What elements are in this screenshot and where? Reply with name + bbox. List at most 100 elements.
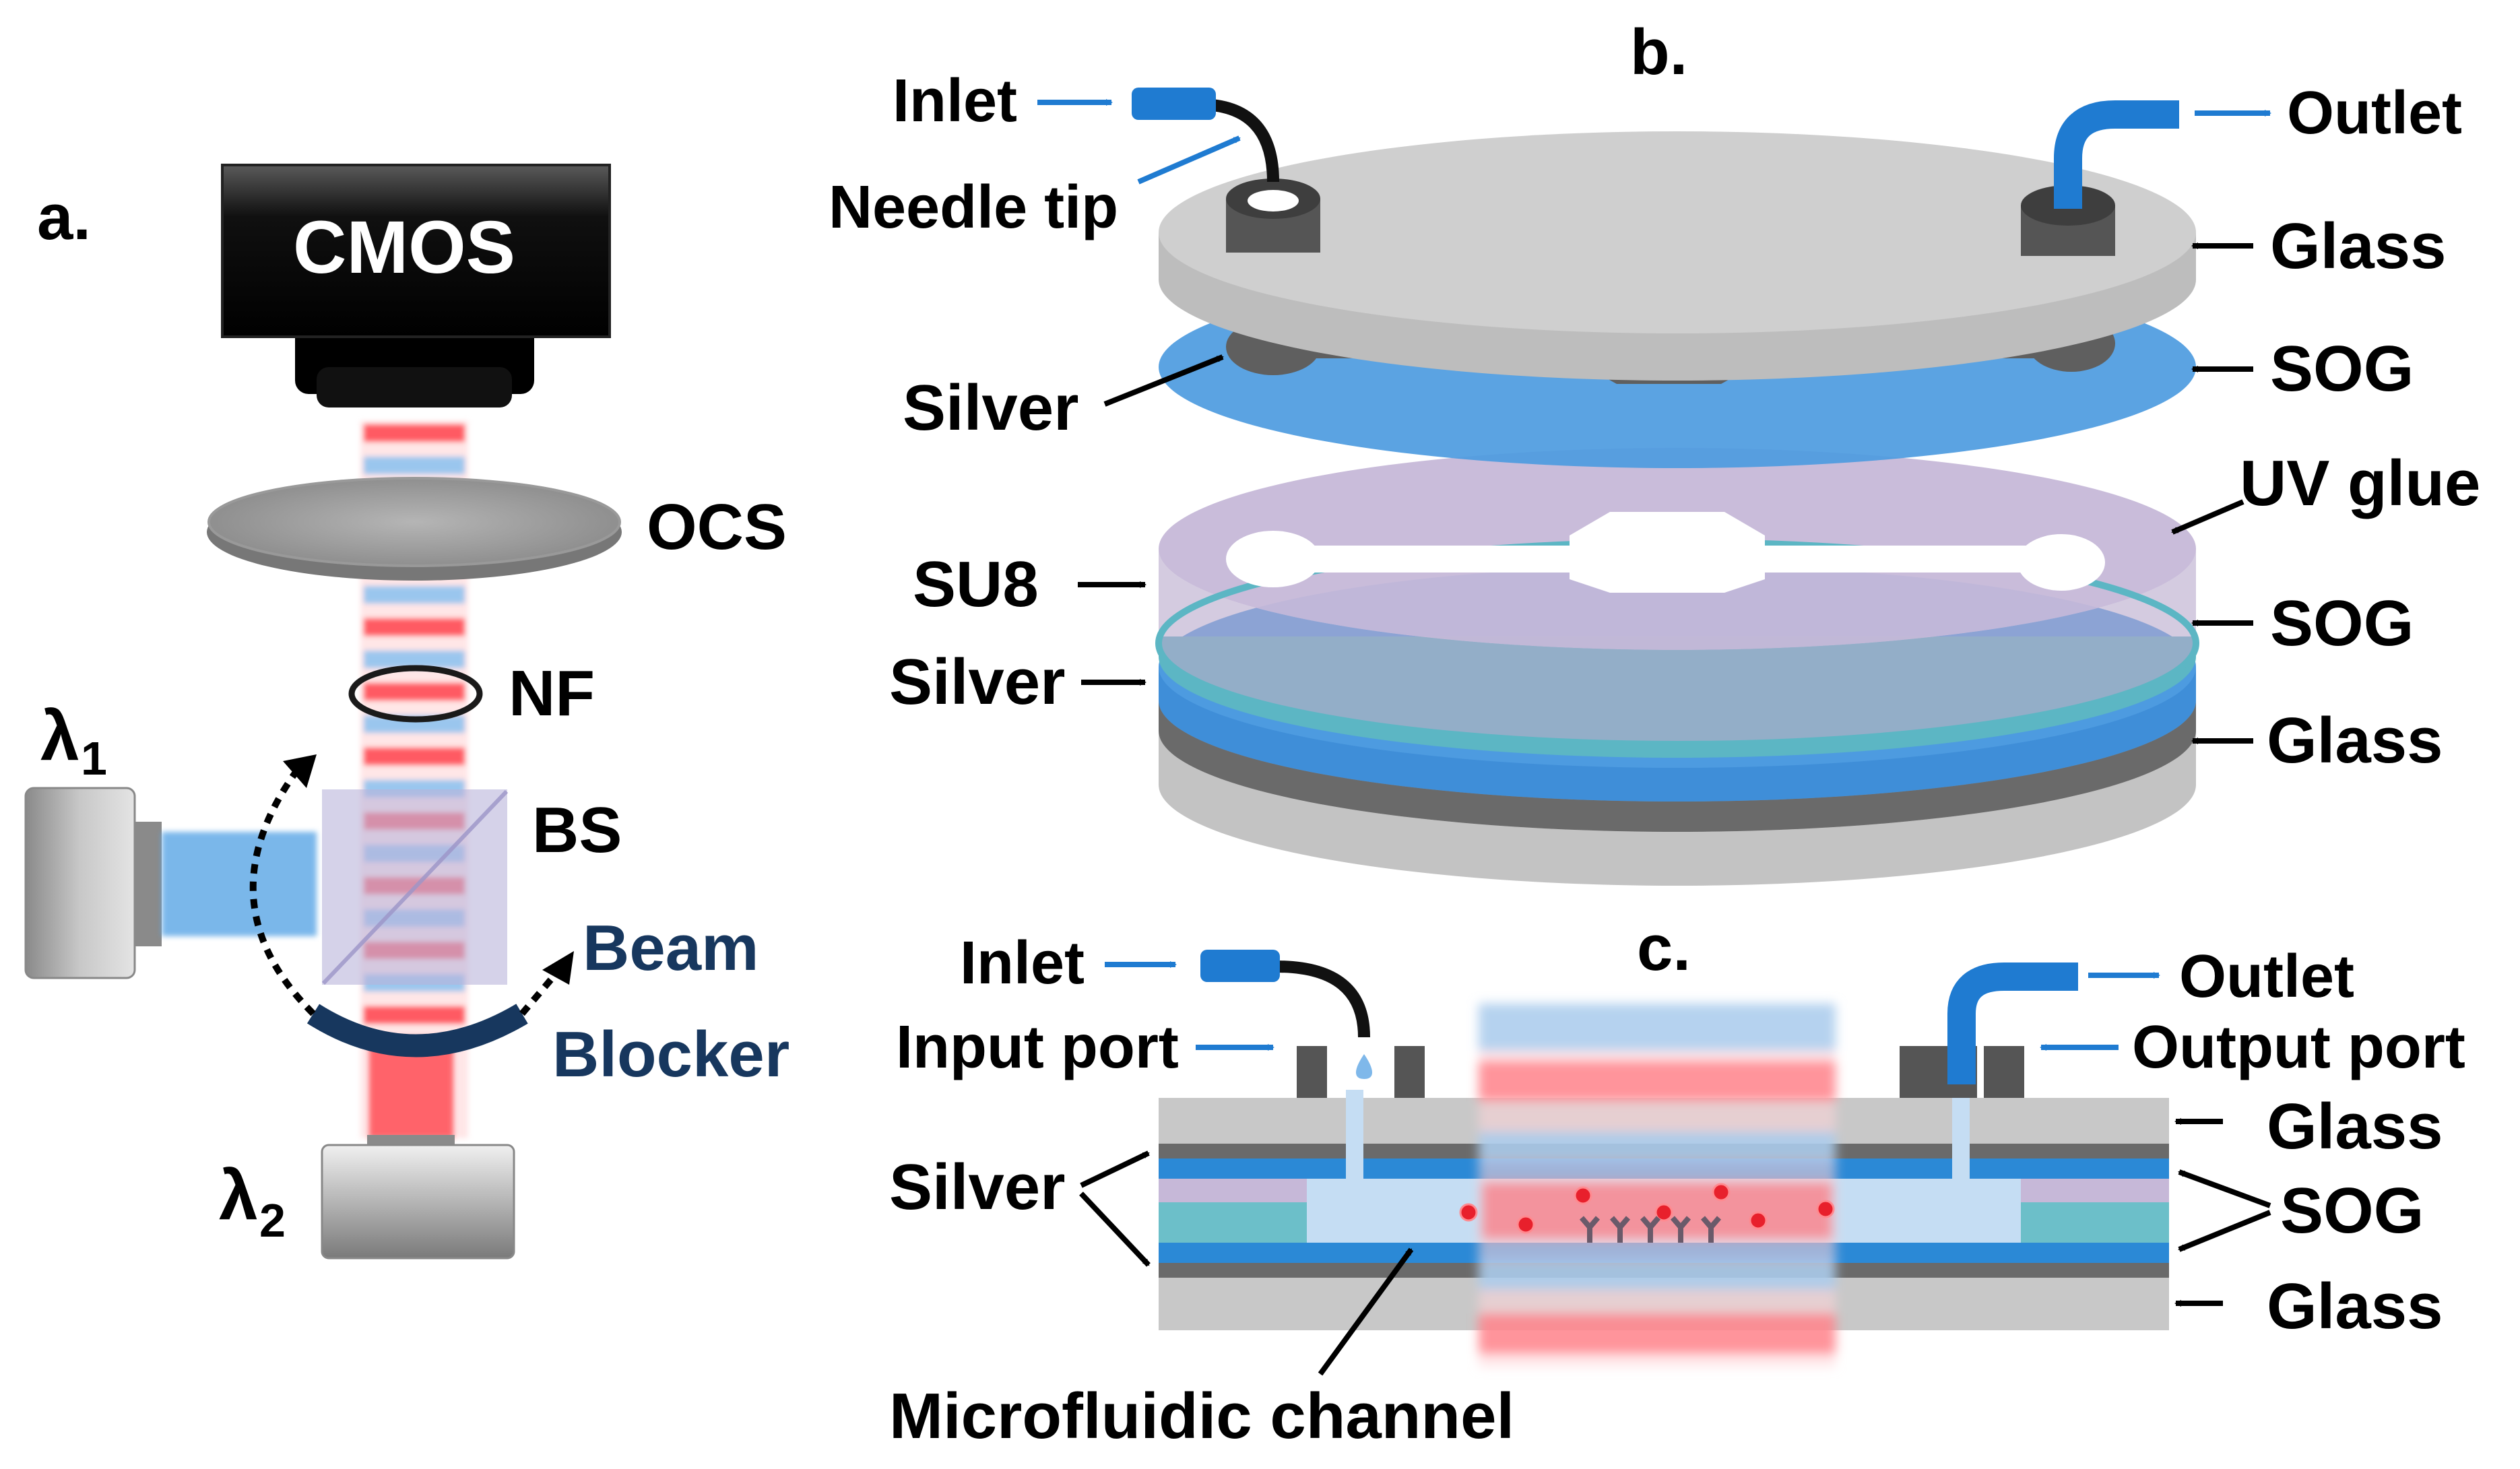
cmos-label: CMOS xyxy=(293,206,515,289)
needle-tip-arrow xyxy=(1137,135,1241,185)
c-uv-glue-right xyxy=(2021,1179,2169,1202)
c-outlet-label: Outlet xyxy=(2179,943,2354,1010)
c-inlet-needle xyxy=(1276,960,1370,1038)
cmos-camera: CMOS xyxy=(221,164,611,407)
c-inlet-connector xyxy=(1200,950,1280,982)
top-glass-disc xyxy=(1159,131,2196,381)
particle xyxy=(1749,1211,1768,1230)
c-beam-stripe xyxy=(1479,1313,1836,1354)
c-uv-glue-left xyxy=(1159,1179,1307,1202)
silver-top-label-b: Silver xyxy=(903,372,1079,444)
beam-blocker-label-1: Beam xyxy=(583,912,758,984)
inlet-label-b: Inlet xyxy=(893,67,1017,135)
panel-b: b. xyxy=(829,16,2480,886)
particle xyxy=(1712,1183,1731,1202)
c-glass-top-label: Glass xyxy=(2267,1090,2443,1163)
uv-glue-arrow xyxy=(2171,499,2244,535)
laser-lambda1 xyxy=(24,787,317,979)
outlet-label-b: Outlet xyxy=(2287,79,2462,147)
c-outlet-tubing xyxy=(1947,962,2078,1084)
c-droplet xyxy=(1355,1054,1373,1079)
particle xyxy=(1816,1200,1835,1218)
particle xyxy=(1459,1203,1478,1222)
channel-cutout-white xyxy=(1226,512,2105,593)
inlet-connector xyxy=(1132,88,1216,120)
particle xyxy=(1654,1203,1673,1222)
beam-stripe xyxy=(364,748,465,765)
receptor xyxy=(1670,1216,1691,1243)
panel-a: a. CMOS OCS NF BS xyxy=(24,164,789,1260)
ocs-lens xyxy=(207,477,622,581)
rotation-arrow-right xyxy=(519,967,562,1016)
receptor xyxy=(1700,1216,1722,1243)
outlet-tubing xyxy=(2054,100,2179,209)
c-input-port-left-block xyxy=(1297,1046,1327,1098)
beam-blocker-label-2: Blocker xyxy=(552,1018,789,1090)
beam-stripe xyxy=(364,424,465,442)
panel-c-label: c. xyxy=(1637,912,1691,984)
c-glass-bottom-label: Glass xyxy=(2267,1270,2443,1342)
svg-text:2: 2 xyxy=(259,1194,286,1247)
c-su8-left xyxy=(1159,1202,1307,1243)
beam-blocker-arc xyxy=(306,1004,528,1057)
rotation-arrowhead-right xyxy=(542,951,574,985)
particle xyxy=(1574,1186,1592,1205)
c-input-port-label: Input port xyxy=(896,1014,1179,1081)
c-beam-stripe xyxy=(1479,1004,1836,1051)
c-beam-stripe xyxy=(1479,1132,1836,1162)
panel-a-label: a. xyxy=(37,181,91,253)
svg-text:λ: λ xyxy=(40,697,79,775)
nf-label: NF xyxy=(509,657,595,729)
c-output-port-block-2 xyxy=(1984,1046,2024,1098)
c-beam-stripe xyxy=(1479,1061,1836,1101)
panel-c: c. Inlet xyxy=(889,912,2465,1452)
bs-label: BS xyxy=(532,794,622,866)
beam-stripe xyxy=(364,683,465,700)
beam-stripe xyxy=(364,1006,465,1024)
c-silver-label: Silver xyxy=(889,1151,1066,1223)
c-output-port-label: Output port xyxy=(2132,1014,2465,1081)
glass-top-label-b: Glass xyxy=(2270,210,2447,282)
uv-glue-layer xyxy=(1155,448,2199,748)
sog-bottom-label-b: SOG xyxy=(2270,587,2414,659)
c-inlet-via xyxy=(1346,1090,1363,1179)
lambda2-label: λ 2 xyxy=(219,1156,286,1247)
c-sog-arrow-2 xyxy=(2178,1210,2271,1252)
c-silver-arrow-1 xyxy=(1080,1150,1150,1188)
c-channel-arrow xyxy=(1318,1247,1414,1376)
c-outlet-via xyxy=(1952,1090,1970,1179)
c-silver-arrow-2 xyxy=(1079,1191,1151,1267)
rotation-arrowhead-up xyxy=(283,754,317,788)
c-su8-right xyxy=(2021,1202,2169,1243)
ocs-label: OCS xyxy=(647,491,787,563)
beam-splitter-cube xyxy=(321,789,509,985)
sog-top-label-b: SOG xyxy=(2270,333,2414,405)
particle xyxy=(1516,1215,1535,1234)
panel-b-label: b. xyxy=(1630,16,1687,88)
inlet-needle-tubing xyxy=(1198,98,1279,183)
needle-tip-label: Needle tip xyxy=(829,174,1118,241)
beam-stripe xyxy=(364,618,465,636)
c-receptors xyxy=(1579,1216,1722,1243)
c-sog-arrow-1 xyxy=(2178,1169,2271,1208)
receptor xyxy=(1609,1216,1631,1243)
c-beam-stripe xyxy=(1479,1260,1836,1290)
c-sog-label: SOG xyxy=(2280,1175,2424,1247)
c-input-port-right-block xyxy=(1394,1046,1425,1098)
svg-text:1: 1 xyxy=(81,732,107,785)
c-beam-overlay xyxy=(1479,1004,1836,1367)
receptor xyxy=(1640,1216,1661,1243)
c-particles xyxy=(1459,1183,1835,1234)
svg-text:λ: λ xyxy=(219,1156,258,1235)
silver-top-arrow xyxy=(1103,354,1224,407)
laser-lambda2 xyxy=(321,1037,515,1260)
uv-glue-label: UV glue xyxy=(2240,447,2480,519)
beam-stripe xyxy=(364,457,465,474)
lambda1-label: λ 1 xyxy=(40,697,107,785)
beam-stripe xyxy=(364,586,465,603)
su8-label: SU8 xyxy=(913,548,1039,620)
silver-bottom-label-b: Silver xyxy=(889,646,1066,718)
inlet-port xyxy=(1226,178,1320,253)
c-inlet-label: Inlet xyxy=(960,929,1085,997)
